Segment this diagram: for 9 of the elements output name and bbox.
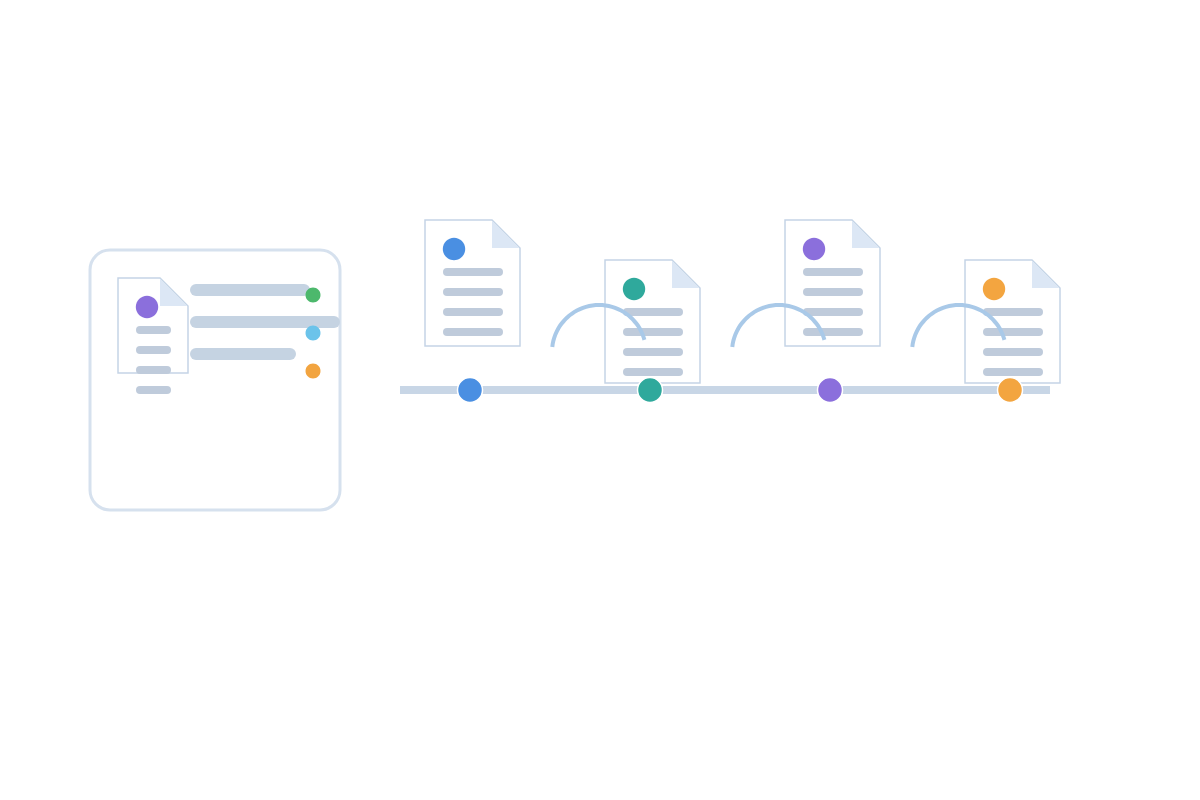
document-icon: [424, 219, 521, 347]
timeline-dot: [996, 376, 1024, 404]
document-icon: [604, 259, 701, 384]
document-icon: [964, 259, 1061, 384]
document-icon: [784, 219, 881, 347]
timeline-dot: [456, 376, 484, 404]
document-icon: [117, 277, 189, 394]
timeline-dot: [816, 376, 844, 404]
timeline-dot: [636, 376, 664, 404]
